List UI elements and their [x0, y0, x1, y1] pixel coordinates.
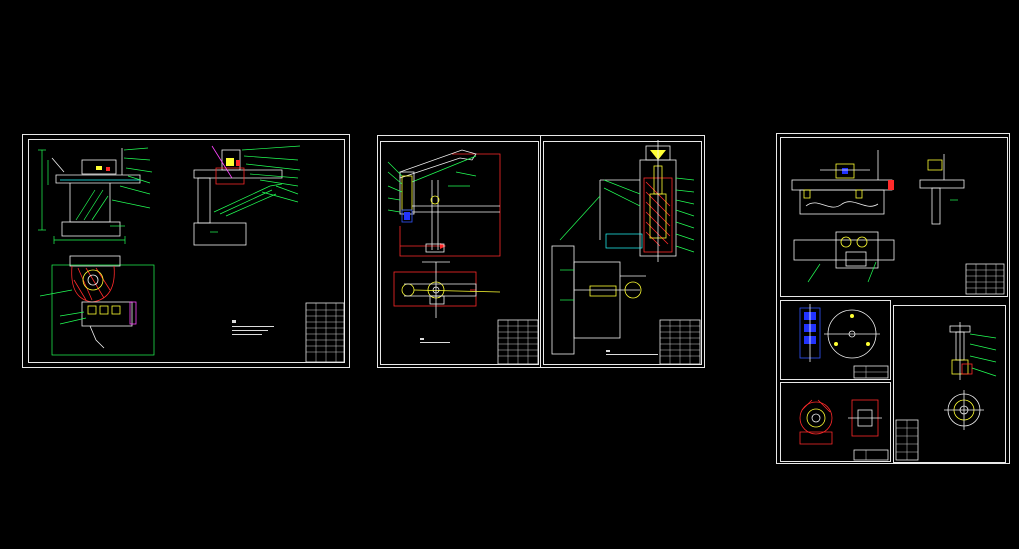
arm-plan-view [393, 261, 501, 318]
cylinder-section-view [559, 140, 695, 262]
shaft-title-block [895, 419, 919, 461]
fixture-part-sheet[interactable] [780, 137, 1008, 297]
fixture-title-block [965, 263, 1005, 295]
arm-elevation-view [387, 149, 501, 257]
assembly-drawing-sheet[interactable] [22, 134, 350, 368]
arm-title-block [497, 319, 539, 365]
lift-cylinder-sheet[interactable] [551, 140, 701, 365]
fixture-side-view [919, 154, 965, 225]
gear-part-sheet[interactable] [780, 382, 891, 462]
title-block [305, 302, 345, 363]
disc-part-sheet[interactable] [780, 300, 891, 380]
cylinder-base-view [551, 245, 646, 355]
cylinder-title-block [659, 319, 701, 365]
side-view [193, 145, 301, 246]
technical-notes [232, 320, 274, 335]
front-view [38, 147, 153, 244]
parts-sheet-outer-frame [776, 133, 1010, 464]
manipulator-arm-sheet[interactable] [377, 135, 705, 368]
gear-title-block [853, 449, 889, 461]
top-view [39, 255, 155, 356]
disc-title-block [853, 365, 889, 379]
fixture-front-view [791, 150, 894, 215]
shaft-part-sheet[interactable] [893, 305, 1006, 463]
cylinder-notes [606, 350, 658, 355]
arm-notes [420, 338, 450, 343]
fixture-plan-view [793, 231, 895, 283]
